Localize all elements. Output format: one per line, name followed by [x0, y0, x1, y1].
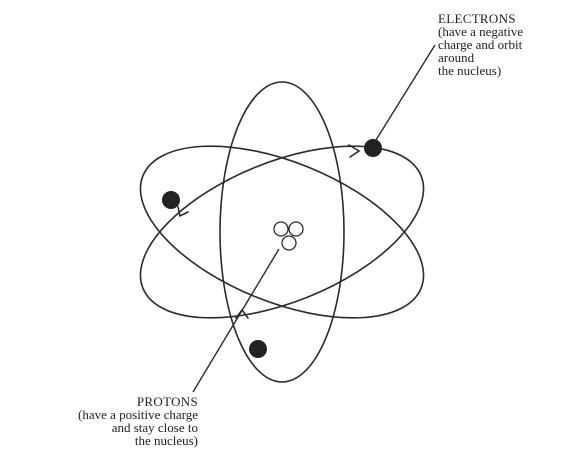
protons-title: PROTONS [136, 394, 198, 409]
nucleus [273, 221, 304, 251]
orbit-arrow-top [348, 144, 361, 158]
electrons-desc-line-4: the nucleus) [438, 63, 502, 78]
protons-desc-line-2: and stay close to [111, 420, 198, 435]
orbit-ascending [139, 145, 425, 319]
electrons-title: ELECTRONS [438, 11, 516, 26]
protons-label: PROTONS (have a positive charge and stay… [0, 395, 198, 447]
orbit-descending [139, 145, 425, 319]
vertical-orbit [219, 81, 345, 383]
electron-bottom [249, 340, 267, 358]
electrons-pointer [375, 44, 436, 141]
proton-left [273, 221, 289, 237]
orbit-arrow-left [177, 206, 189, 218]
electrons-label: ELECTRONS (have a negative charge and or… [438, 12, 523, 77]
electron-left [162, 191, 180, 209]
proton-bottom [281, 235, 297, 251]
electrons-desc-line-2: charge and orbit [438, 37, 523, 52]
protons-desc-line-1: (have a positive charge [78, 407, 198, 422]
proton-right [288, 221, 304, 237]
protons-pointer [192, 248, 280, 393]
electrons-desc-line-1: (have a negative [438, 24, 524, 39]
electron-top-right [364, 139, 382, 157]
electrons-desc-line-3: around [438, 50, 475, 65]
protons-desc-line-3: the nucleus) [134, 433, 198, 448]
